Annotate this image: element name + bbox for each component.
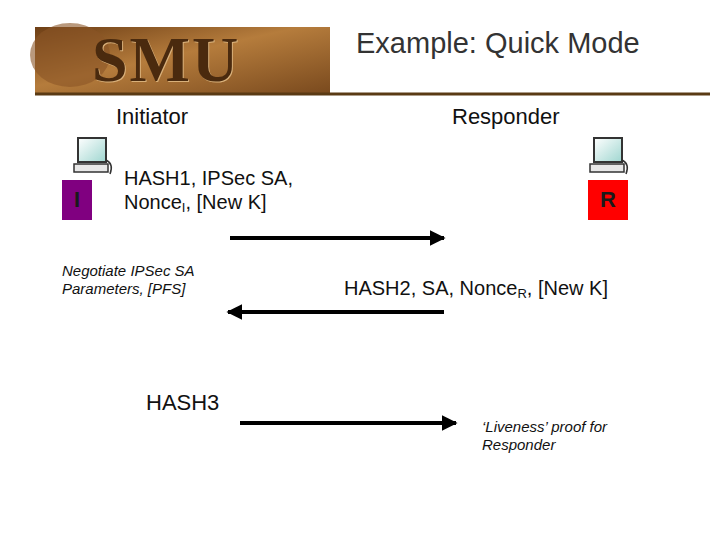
message-arrow	[230, 236, 444, 240]
computer-icon	[590, 138, 627, 174]
computer-icon	[74, 138, 111, 174]
message-arrow	[228, 310, 444, 314]
message-label: HASH3	[146, 390, 246, 416]
logo-text: SMU	[92, 22, 312, 99]
slide-title: Example: Quick Mode	[356, 26, 640, 61]
party-letter: R	[600, 187, 616, 213]
message-label: HASH1, IPSec SA, NonceI, [New K]	[124, 166, 344, 216]
note-label: ‘Liveness’ proof for Responder	[482, 418, 652, 454]
party-letter: I	[74, 187, 80, 213]
party-box: I	[62, 180, 92, 220]
party-box: R	[588, 180, 628, 220]
role-label: Initiator	[116, 104, 236, 130]
role-label: Responder	[452, 104, 602, 130]
note-label: Negotiate IPSec SA Parameters, [PFS]	[62, 262, 237, 298]
message-label: HASH2, SA, NonceR, [New K]	[344, 276, 704, 302]
message-arrow	[240, 421, 456, 425]
